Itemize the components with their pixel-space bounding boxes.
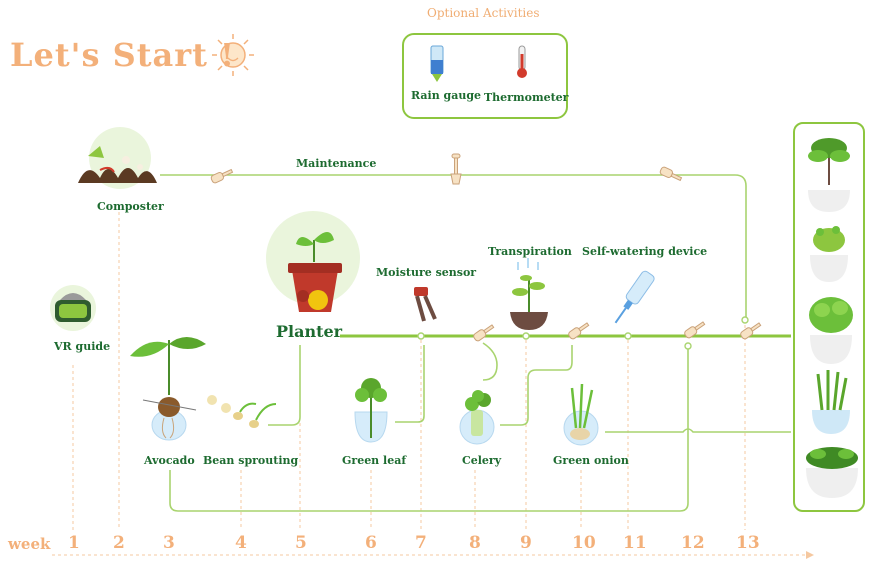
week-tick-label: 11: [623, 533, 647, 553]
green-onion-pot-icon: [812, 370, 850, 434]
celery-jar-icon: [459, 390, 495, 445]
composter-icon: [78, 127, 157, 189]
bean-sprout-pot-icon: [810, 226, 848, 282]
junction-dots: [417, 316, 749, 350]
trowel-icon: [568, 322, 590, 340]
vr-headset-icon: [50, 285, 96, 331]
green-onion-jar-icon: [563, 383, 599, 446]
week-tick-label: 10: [572, 533, 596, 553]
bean-sprout-icon: [207, 395, 277, 428]
green-leaf-jar-icon: [354, 378, 388, 443]
trowel-icon: [473, 324, 495, 342]
thermometer-label: Thermometer: [484, 91, 569, 104]
green-leaf-label: Green leaf: [342, 454, 407, 467]
bean-sprouting-label: Bean sprouting: [203, 454, 299, 467]
week-tick-label: 9: [520, 533, 532, 553]
maintenance-label: Maintenance: [296, 157, 377, 170]
week-tick-label: 8: [469, 533, 481, 553]
harvest-panel: [793, 122, 865, 512]
trowel-icon: [659, 166, 683, 182]
celery-label: Celery: [462, 454, 502, 467]
moisture-sensor-icon: [414, 287, 437, 322]
week-tick-label: 4: [235, 533, 247, 553]
lettuce-pot-icon: [809, 297, 853, 364]
week-guides: [72, 212, 746, 530]
week-tick-label: 13: [736, 533, 760, 553]
composter-label: Composter: [97, 200, 164, 213]
greens-pot-icon: [806, 447, 858, 498]
planter-label: Planter: [276, 322, 343, 341]
green-onion-label: Green onion: [553, 454, 629, 467]
week-tick-label: 5: [295, 533, 307, 553]
week-tick-label: 12: [681, 533, 705, 553]
optional-activities-box: [402, 33, 568, 119]
sun-icon: [212, 34, 254, 76]
rain-gauge-icon: [430, 45, 444, 82]
week-axis-label: week: [8, 535, 51, 553]
moisture-sensor-label: Moisture sensor: [376, 266, 477, 279]
self-watering-device-label: Self-watering device: [582, 245, 708, 258]
trowel-icon: [684, 321, 706, 339]
timeline-arrow-head: [806, 551, 814, 559]
rain-gauge-label: Rain gauge: [411, 89, 482, 102]
flow-lines: [160, 174, 791, 512]
week-tick-label: 3: [163, 533, 175, 553]
week-tick-label: 6: [365, 533, 377, 553]
avocado-tree-icon: [808, 138, 850, 212]
week-tick-label: 1: [68, 533, 80, 553]
self-watering-bottle-icon: [614, 270, 655, 324]
avocado-label: Avocado: [144, 454, 195, 467]
planter-pot-icon: [266, 211, 360, 312]
trowel-icon: [740, 322, 762, 340]
transpiration-plant-icon: [510, 258, 548, 330]
vr-guide-label: VR guide: [54, 340, 111, 353]
shovel-icon: [450, 153, 462, 185]
week-tick-label: 2: [113, 533, 125, 553]
transpiration-label: Transpiration: [488, 245, 572, 258]
optional-activities-title: Optional Activities: [427, 6, 540, 20]
avocado-sprout-icon: [130, 337, 206, 441]
thermometer-icon: [517, 45, 527, 78]
trowel-icon: [210, 168, 234, 184]
page-title: Let's Start !: [10, 36, 236, 74]
week-tick-label: 7: [415, 533, 427, 553]
